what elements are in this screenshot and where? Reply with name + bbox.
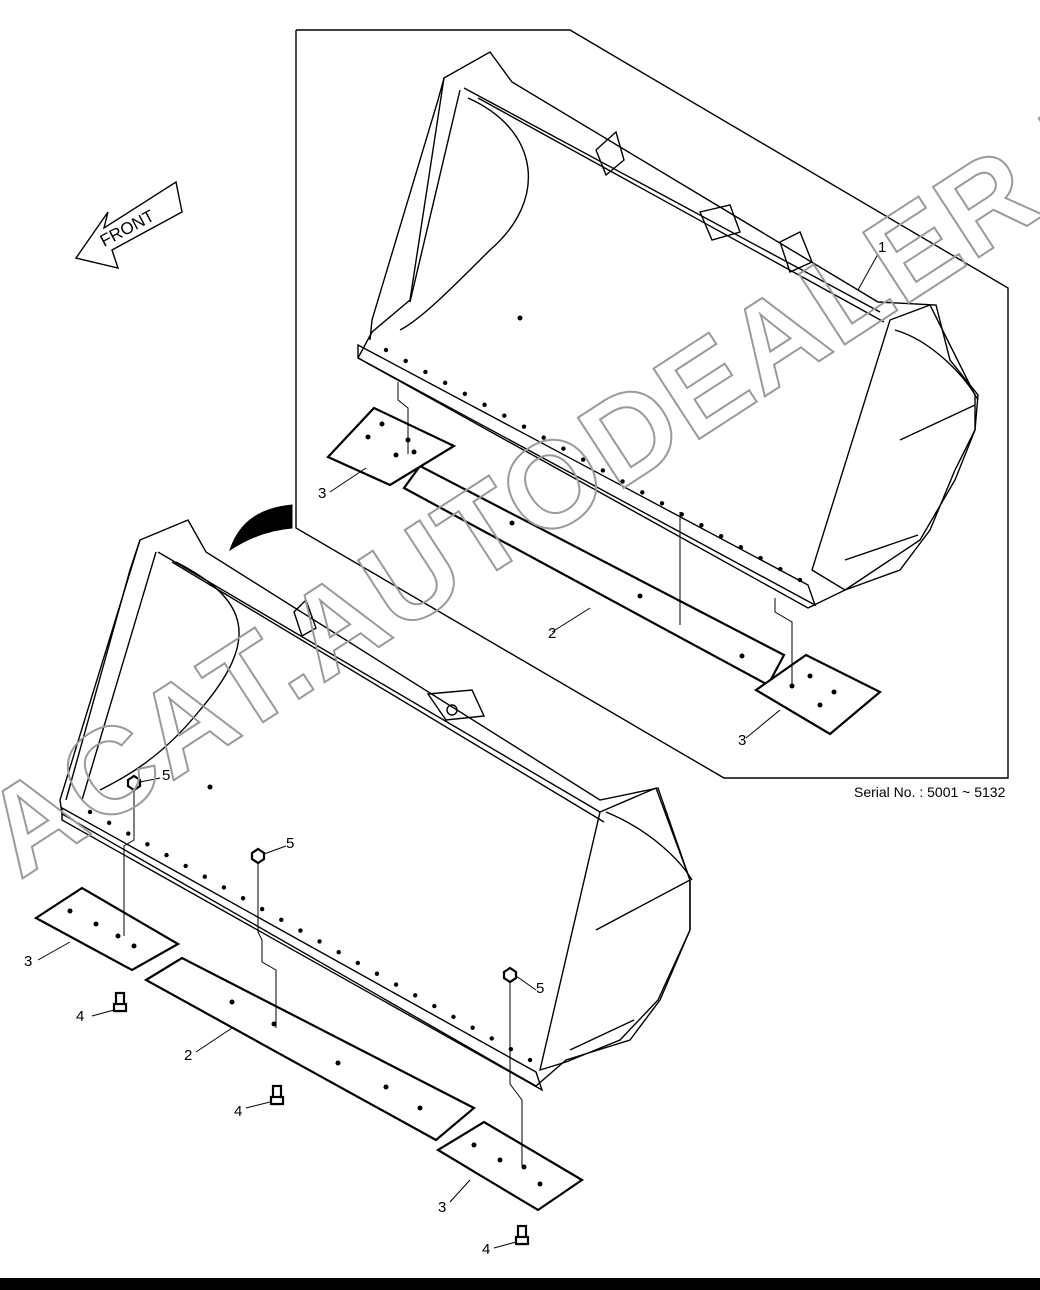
callout-2-lower: 2 xyxy=(184,1047,192,1064)
lower-edge-plate xyxy=(143,956,476,1142)
callout-3-upper-left: 3 xyxy=(318,485,326,502)
bolt-hole xyxy=(758,555,763,561)
callout-3-upper-right: 3 xyxy=(738,732,746,749)
bolt-hole xyxy=(470,1025,475,1030)
bolt-hole xyxy=(451,1014,456,1020)
callout-5-left: 5 xyxy=(162,767,170,784)
bolt-hole xyxy=(640,490,645,495)
callout-4-right: 4 xyxy=(482,1241,490,1258)
bolt-hole xyxy=(240,896,246,901)
watermark-text: ACAT.AUTODEALER.RU xyxy=(0,3,1040,902)
bolt-hole xyxy=(502,413,507,418)
callout-3-lower-right: 3 xyxy=(438,1199,446,1216)
upper-edge-plate xyxy=(402,464,786,687)
callout-2-upper: 2 xyxy=(548,625,556,642)
bolt-hole xyxy=(87,809,93,815)
callout-5-middle: 5 xyxy=(286,835,294,852)
bolt-hole xyxy=(718,533,724,539)
upper-left-tooth-plate xyxy=(326,406,457,487)
bolt-hole xyxy=(797,577,803,583)
bolt-hole xyxy=(508,1047,514,1052)
front-arrow-icon: FRONT xyxy=(74,180,183,269)
upper-bucket xyxy=(357,51,979,609)
transition-arrow-icon xyxy=(229,504,293,552)
bolt-icon xyxy=(112,991,530,1246)
lower-bucket xyxy=(59,519,693,1092)
callout-4-left: 4 xyxy=(76,1008,84,1025)
bolt-hole xyxy=(521,424,527,429)
bolt-hole xyxy=(442,380,448,386)
bolt-hole xyxy=(126,831,131,836)
bolt-hole xyxy=(164,852,169,858)
bolt-hole xyxy=(317,939,322,944)
bolt-hole xyxy=(393,982,399,987)
bolt-hole xyxy=(202,874,207,879)
bolt-hole xyxy=(462,391,468,397)
bolt-hole xyxy=(778,566,783,572)
callout-4-middle: 4 xyxy=(234,1103,242,1120)
bolt-hole xyxy=(527,1057,533,1063)
bolt-hole xyxy=(145,842,150,847)
bolt-hole xyxy=(489,1036,494,1041)
callout-3-lower-left: 3 xyxy=(24,953,32,970)
callout-1: 1 xyxy=(878,239,886,256)
bolt-hole xyxy=(659,501,665,506)
bolt-hole xyxy=(541,435,546,440)
bolt-hole xyxy=(432,1003,437,1009)
inset-frame xyxy=(295,29,1009,779)
bottom-bar xyxy=(0,1278,1040,1290)
bolt-hole xyxy=(423,369,428,375)
bolt-hole xyxy=(580,457,586,462)
bolt-hole xyxy=(336,949,341,955)
bolt-hole xyxy=(600,468,606,473)
serial-note: Serial No. : 5001 ~ 5132 xyxy=(854,784,1006,800)
bolt-hole xyxy=(183,863,188,869)
bolt-hole xyxy=(482,402,487,407)
bolt-hole xyxy=(561,446,566,451)
bolt-hole xyxy=(259,906,265,912)
bolt-hole xyxy=(279,917,284,923)
nut-icon xyxy=(126,774,518,984)
bolt-hole xyxy=(679,512,684,517)
bolt-hole xyxy=(355,960,361,966)
bolt-hole xyxy=(106,820,112,825)
lower-right-tooth-plate xyxy=(435,1120,585,1212)
bolt-hole xyxy=(383,347,389,353)
bolt-hole xyxy=(298,928,303,933)
lower-left-tooth-plate xyxy=(33,886,181,972)
bolt-hole xyxy=(699,523,704,528)
bolt-hole xyxy=(620,479,625,484)
bolt-hole xyxy=(221,885,227,890)
bolt-hole xyxy=(738,544,744,550)
callout-5-right: 5 xyxy=(536,980,544,997)
bolt-hole xyxy=(374,971,380,976)
bolt-hole xyxy=(413,993,418,998)
bolt-hole xyxy=(403,358,408,364)
